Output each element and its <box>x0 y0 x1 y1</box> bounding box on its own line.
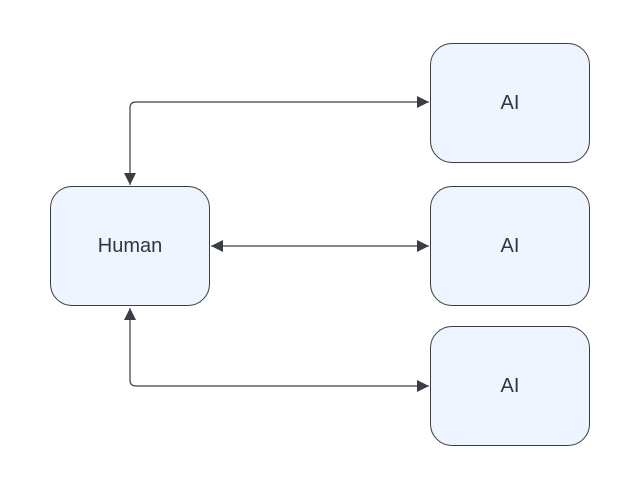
ai-node-1: AI <box>430 43 590 163</box>
human-node-label: Human <box>97 234 163 257</box>
ai-node-1-label: AI <box>500 91 520 114</box>
edge-human-ai-1 <box>124 96 429 185</box>
ai-node-2: AI <box>430 186 590 306</box>
human-node: Human <box>50 186 210 306</box>
ai-node-3-label: AI <box>500 374 520 397</box>
edge-human-ai-3 <box>124 308 429 392</box>
ai-node-3: AI <box>430 326 590 446</box>
ai-node-2-label: AI <box>500 234 520 257</box>
